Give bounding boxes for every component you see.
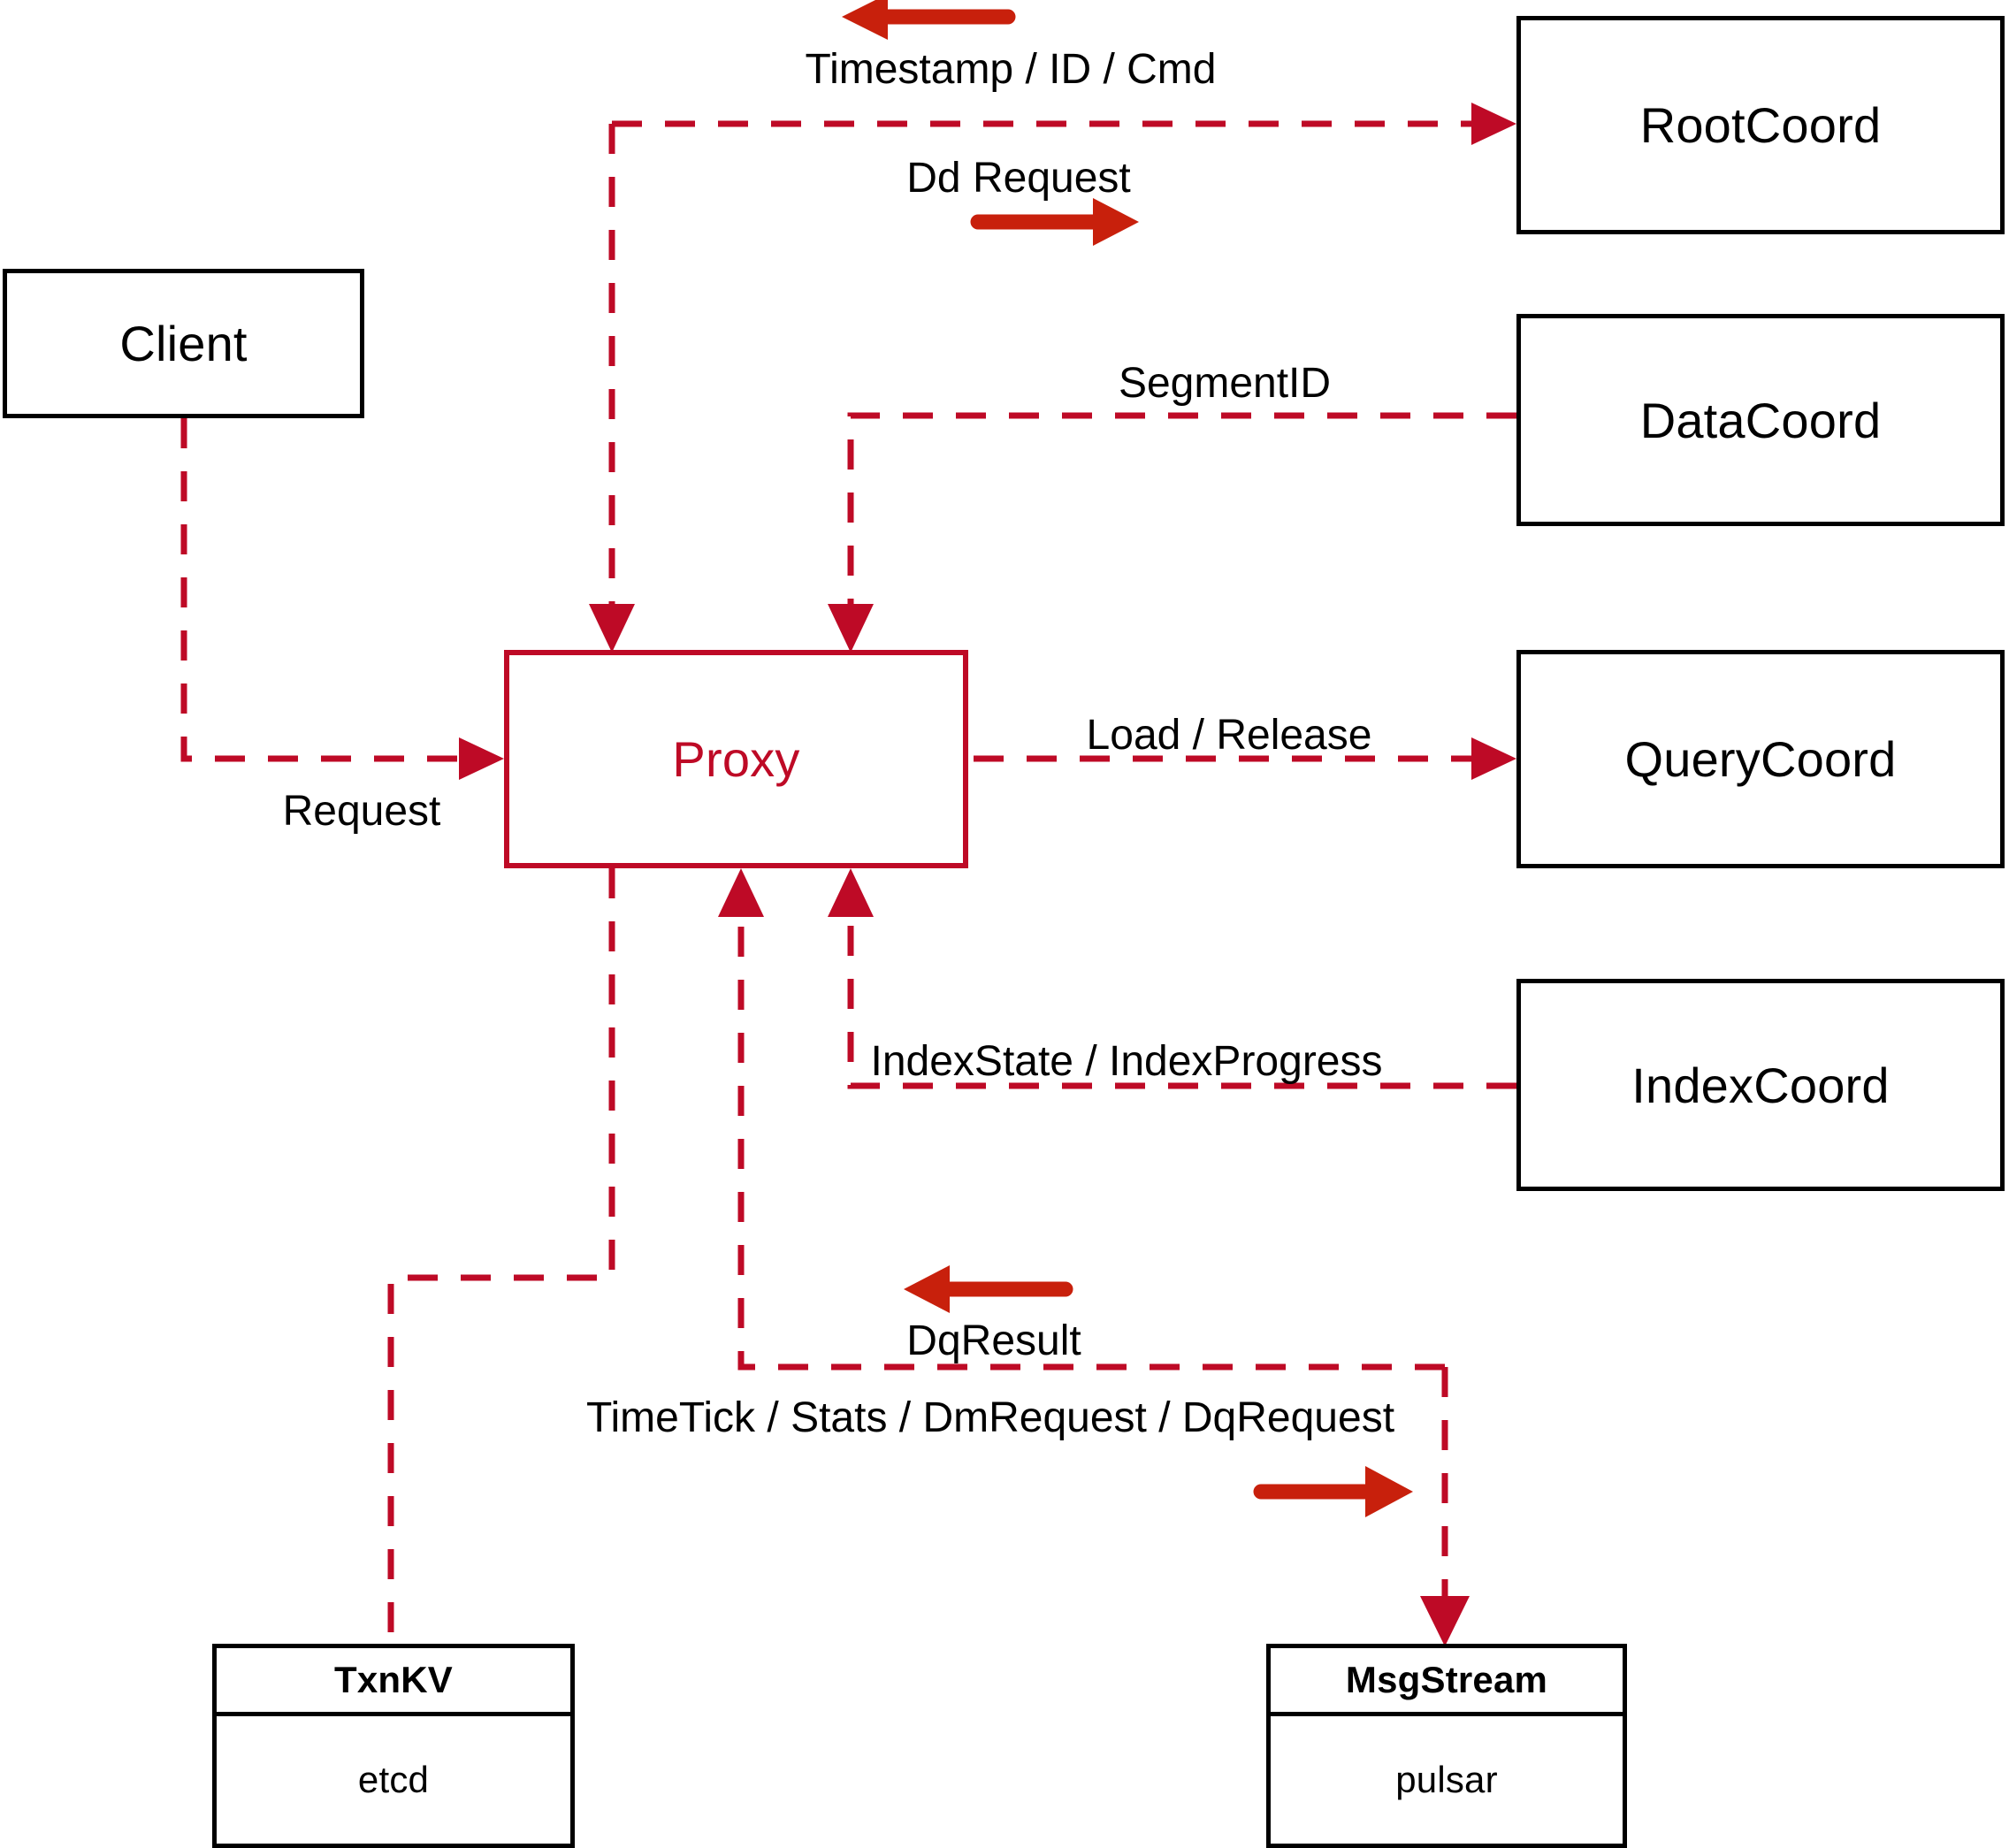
arrowhead-to-msgstream xyxy=(1420,1596,1470,1646)
direction-arrow-timestamp xyxy=(842,0,1016,40)
node-index-coord-label: IndexCoord xyxy=(1631,1057,1890,1113)
edge-label-timetick-stats: TimeTick / Stats / DmRequest / DqRequest xyxy=(585,1394,1395,1441)
edge-label-timestamp-id-cmd: Timestamp / ID / Cmd xyxy=(805,46,1217,93)
node-txnkv-body-label: etcd xyxy=(357,1759,430,1800)
edge-segmentid-line xyxy=(847,412,1516,623)
node-proxy-label: Proxy xyxy=(672,731,800,787)
arrowhead-into-proxy-bottom-right xyxy=(828,868,874,917)
edge-indexstate-line xyxy=(847,897,1516,1089)
node-msgstream-body: pulsar xyxy=(1271,1716,1623,1844)
node-proxy[interactable]: Proxy xyxy=(504,650,968,868)
edge-label-dd-request: Dd Request xyxy=(906,155,1131,202)
arrowhead-into-proxy-top-left xyxy=(589,604,635,653)
edge-dqresult-line xyxy=(737,897,1445,1371)
node-data-coord-label: DataCoord xyxy=(1639,392,1882,448)
arrowhead-to-rootcoord xyxy=(1471,103,1516,145)
node-msgstream-body-label: pulsar xyxy=(1395,1759,1498,1800)
node-txnkv-header: TxnKV xyxy=(217,1648,570,1716)
edge-request-line xyxy=(180,418,482,762)
arrowhead-into-proxy-bottom-center xyxy=(718,868,764,917)
node-data-coord[interactable]: DataCoord xyxy=(1516,314,2005,526)
edge-label-segment-id: SegmentID xyxy=(1118,360,1332,407)
node-client-label: Client xyxy=(119,316,248,371)
node-query-coord-label: QueryCoord xyxy=(1624,731,1897,787)
arrowhead-to-querycoord xyxy=(1471,737,1516,780)
node-msgstream-header-label: MsgStream xyxy=(1345,1659,1548,1700)
node-msgstream[interactable]: MsgStream pulsar xyxy=(1266,1644,1627,1848)
node-txnkv-header-label: TxnKV xyxy=(333,1659,453,1700)
edge-label-request: Request xyxy=(282,788,441,835)
arrowhead-into-proxy-top-right xyxy=(828,604,874,653)
edge-label-load-release: Load / Release xyxy=(1086,712,1372,759)
node-txnkv[interactable]: TxnKV etcd xyxy=(212,1644,575,1848)
direction-arrow-timetick xyxy=(1253,1466,1413,1517)
node-query-coord[interactable]: QueryCoord xyxy=(1516,650,2005,868)
node-index-coord[interactable]: IndexCoord xyxy=(1516,979,2005,1191)
node-root-coord-label: RootCoord xyxy=(1639,97,1882,153)
direction-arrow-dqresult xyxy=(904,1265,1073,1313)
node-client[interactable]: Client xyxy=(3,269,364,418)
edge-label-dq-result: DqResult xyxy=(906,1317,1081,1364)
edge-label-index-state-progress: IndexState / IndexProgress xyxy=(870,1038,1383,1085)
direction-arrow-dd-request xyxy=(970,198,1139,246)
arrowhead-to-proxy-left xyxy=(459,737,504,780)
node-msgstream-header: MsgStream xyxy=(1271,1648,1623,1716)
node-root-coord[interactable]: RootCoord xyxy=(1516,16,2005,234)
edge-proxy-txnkv-line xyxy=(387,868,615,1644)
node-txnkv-body: etcd xyxy=(217,1716,570,1844)
